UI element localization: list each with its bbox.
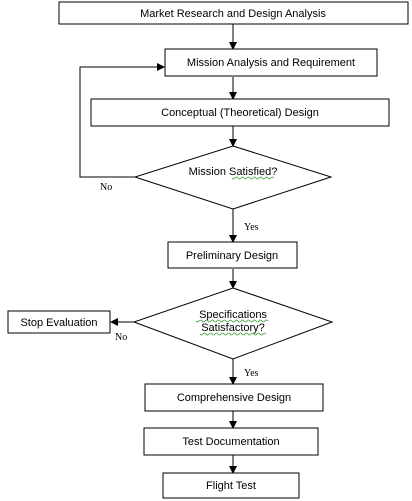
node-mission-analysis-label: Mission Analysis and Requirement [187,57,355,69]
node-market-research-label: Market Research and Design Analysis [140,8,326,20]
node-preliminary-design-label: Preliminary Design [186,250,278,262]
node-preliminary-design: Preliminary Design [167,241,298,269]
node-stop-evaluation-label: Stop Evaluation [20,317,97,329]
node-test-documentation: Test Documentation [143,427,319,456]
edge-mission-no-loop [79,63,165,178]
edge-label-spec-yes: Yes [244,368,259,379]
node-mission-analysis: Mission Analysis and Requirement [164,48,378,77]
node-flight-test: Flight Test [162,472,300,499]
decision-mission-satisfied: Mission Satisfied? [133,145,333,210]
decision-specifications-line1: Specifications [199,309,267,321]
node-stop-evaluation: Stop Evaluation [7,310,111,334]
node-conceptual-design-label: Conceptual (Theoretical) Design [161,107,319,119]
spellcheck-underline [199,332,267,336]
node-test-documentation-label: Test Documentation [182,436,279,448]
decision-mission-satisfied-label: Mission Satisfied? [189,166,278,178]
edge-label-mission-yes: Yes [244,222,259,233]
spellcheck-underline [231,176,275,180]
node-comprehensive-design: Comprehensive Design [144,383,324,412]
node-comprehensive-design-label: Comprehensive Design [177,392,291,404]
edge-label-mission-no: No [100,182,112,193]
decision-specifications: Specifications Satisfactory? [132,287,334,360]
node-flight-test-label: Flight Test [206,480,256,492]
decision-specifications-line2: Satisfactory? [201,322,265,334]
node-conceptual-design: Conceptual (Theoretical) Design [90,98,390,127]
spellcheck-underline [195,319,269,323]
edge-label-spec-no: No [115,332,127,343]
node-market-research: Market Research and Design Analysis [58,1,409,25]
